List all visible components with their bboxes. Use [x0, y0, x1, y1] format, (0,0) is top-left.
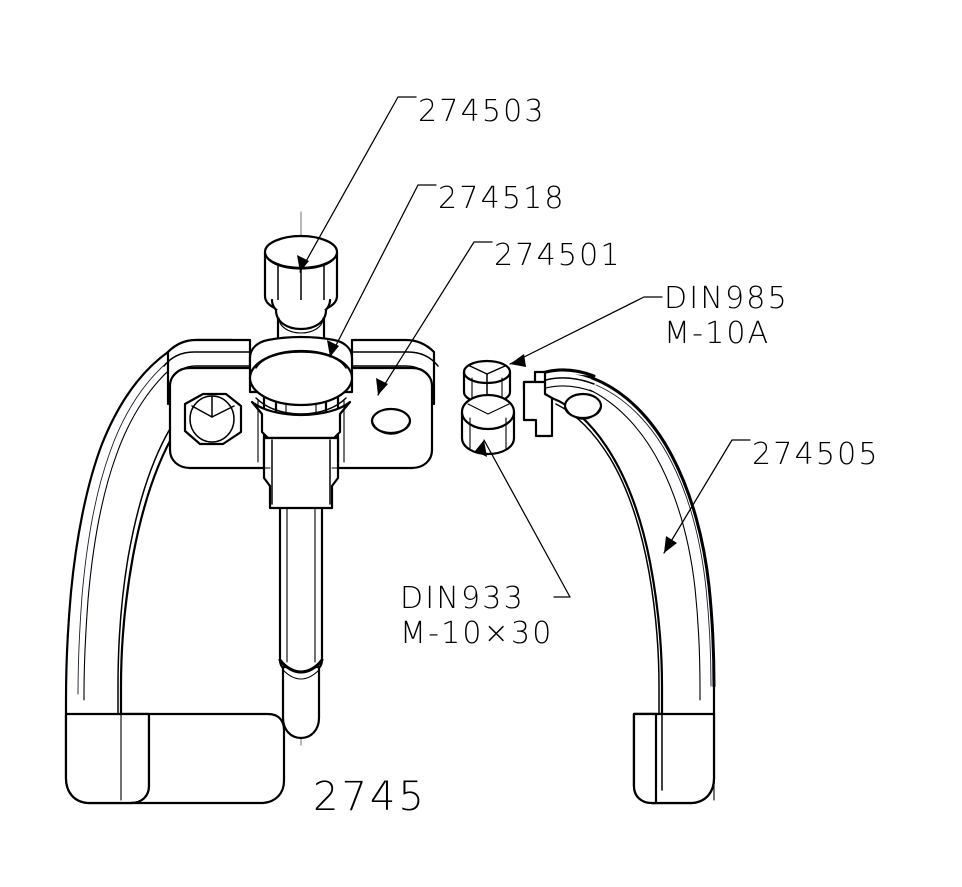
detached-arm-bolt-hole: [563, 392, 603, 420]
puller-arm-left[interactable]: [64, 338, 286, 805]
callout-labels: 274503 274518 274501 DIN985 M-10A 274505…: [313, 94, 880, 820]
leader-274518: [327, 184, 437, 358]
callout-label-274503: 274503: [418, 94, 546, 129]
yoke-left-hex-nut: [183, 392, 243, 446]
callout-label-din985: DIN985: [664, 281, 789, 316]
bolt-head-top: [460, 393, 516, 431]
hex-bolt[interactable]: [460, 393, 516, 456]
leader-lines: [297, 96, 751, 598]
drawing-title: 2745: [313, 774, 427, 820]
yoke-right-bolt-hole: [370, 407, 412, 435]
leader-274501: [376, 241, 493, 396]
callout-label-274505: 274505: [752, 437, 880, 472]
callout-label-din933-spec: M-10×30: [400, 616, 554, 651]
leader-274503: [297, 96, 417, 273]
callout-label-274518: 274518: [438, 181, 566, 216]
leader-din985: [509, 296, 663, 367]
callout-label-274501: 274501: [494, 238, 622, 273]
callout-label-din933: DIN933: [400, 581, 525, 616]
leader-274505: [663, 439, 751, 554]
yoke-body[interactable]: [163, 335, 439, 510]
callout-label-din985-spec: M-10A: [664, 316, 770, 351]
yoke-bore-opening: [248, 349, 354, 407]
leader-din933: [475, 439, 571, 598]
puller-arm-detached[interactable]: [522, 368, 716, 805]
